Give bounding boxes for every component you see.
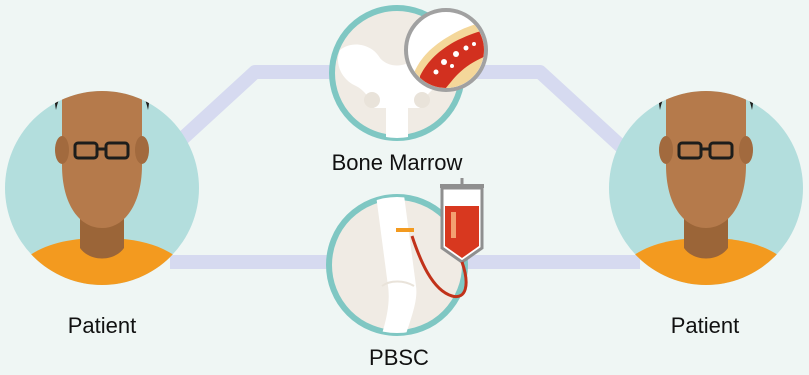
pbsc-badge	[329, 178, 484, 340]
patient-right-label: Patient	[671, 313, 740, 339]
pbsc-label: PBSC	[369, 345, 429, 371]
patient-left-avatar	[0, 40, 204, 290]
patient-right-avatar	[604, 40, 808, 290]
patient-left-label: Patient	[68, 313, 137, 339]
bone-marrow-badge	[332, 8, 486, 138]
bone-marrow-label: Bone Marrow	[332, 150, 463, 176]
